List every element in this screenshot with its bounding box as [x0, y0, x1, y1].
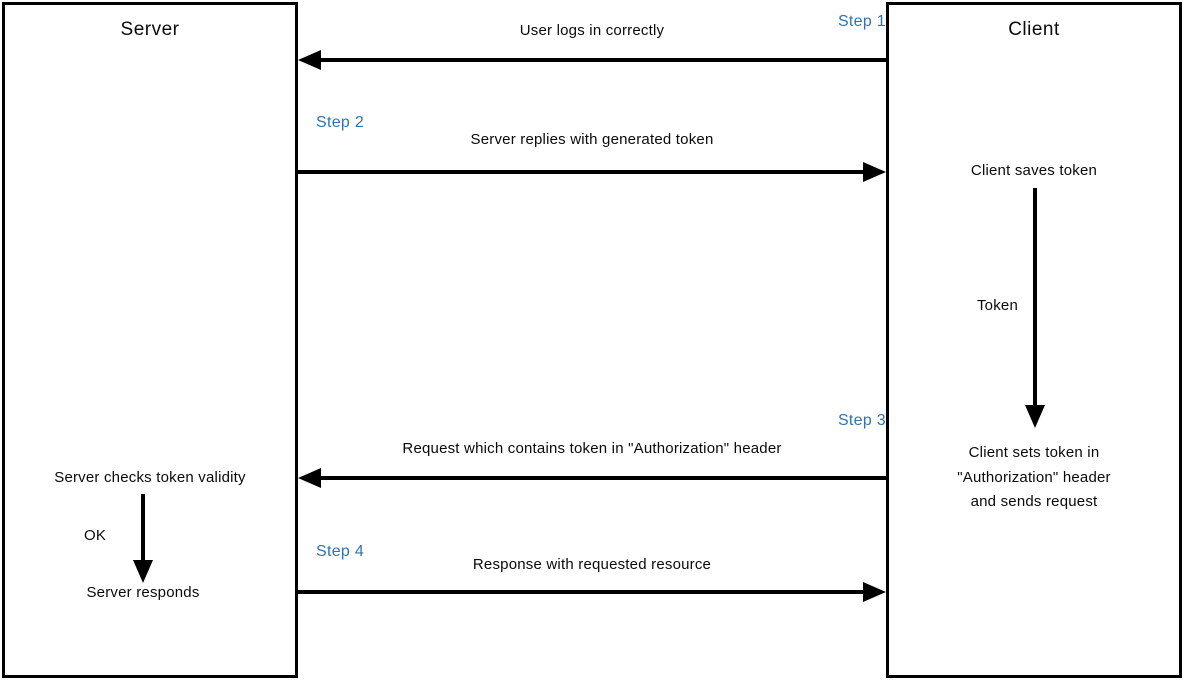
server-title: Server	[120, 19, 180, 40]
step3-message: Request which contains token in "Authori…	[402, 440, 782, 457]
step4-arrowhead	[863, 582, 886, 602]
step3-label: Step 3	[837, 412, 886, 429]
step2-message: Server replies with generated token	[470, 131, 714, 148]
step3-arrowhead	[298, 468, 321, 488]
client-box	[886, 2, 1182, 678]
step1-arrowhead	[298, 50, 321, 70]
server-checks-token-label: Server checks token validity	[54, 469, 246, 486]
token-label: Token	[976, 297, 1018, 314]
step2-label: Step 2	[316, 114, 365, 131]
step4-message: Response with requested resource	[472, 556, 712, 573]
ok-label: OK	[83, 527, 107, 544]
client-title: Client	[1008, 19, 1060, 40]
client-sets-token-label: Client sets token in "Authorization" hea…	[957, 444, 1111, 510]
step4-label: Step 4	[316, 543, 365, 560]
client-saves-token-label: Client saves token	[970, 162, 1098, 179]
step1-label: Step 1	[837, 13, 886, 30]
server-responds-label: Server responds	[86, 584, 200, 601]
step2-arrowhead	[863, 162, 886, 182]
server-box	[2, 2, 298, 678]
step1-message: User logs in correctly	[519, 22, 665, 39]
